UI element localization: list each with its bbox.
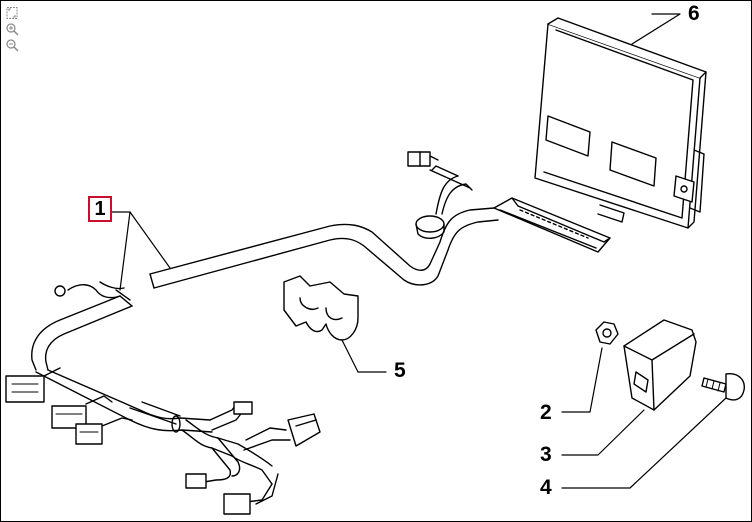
callout-3[interactable]: 3 bbox=[540, 443, 552, 466]
bolt-part bbox=[701, 373, 745, 401]
fit-page-icon[interactable] bbox=[5, 6, 19, 20]
zoom-in-icon[interactable] bbox=[5, 22, 19, 36]
callout-4[interactable]: 4 bbox=[540, 476, 552, 499]
leader-lines bbox=[111, 13, 727, 489]
callout-5[interactable]: 5 bbox=[394, 359, 406, 382]
callout-1[interactable]: 1 bbox=[88, 196, 112, 222]
bracket-part bbox=[283, 275, 359, 341]
nut-part bbox=[595, 321, 619, 345]
zoom-out-icon[interactable] bbox=[5, 38, 19, 52]
ecu-module bbox=[534, 17, 707, 229]
main-harness bbox=[5, 151, 499, 515]
callout-6[interactable]: 6 bbox=[688, 2, 700, 25]
connector-tray bbox=[493, 197, 611, 253]
viewer-toolbar bbox=[5, 6, 21, 52]
rubber-block-part bbox=[623, 319, 697, 411]
callout-2[interactable]: 2 bbox=[540, 401, 552, 424]
